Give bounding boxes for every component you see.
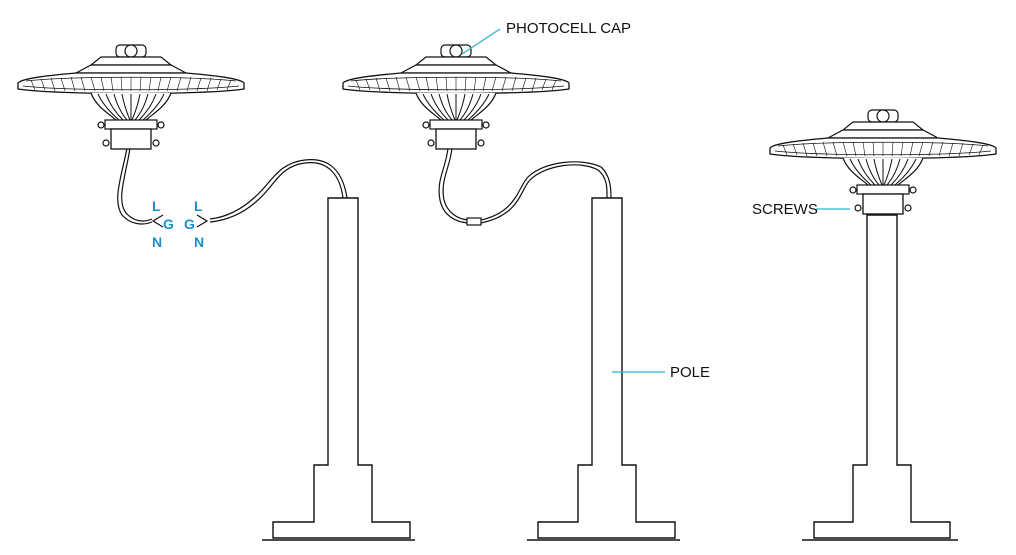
label-pole: POLE	[670, 364, 710, 381]
wire-left-fixture	[117, 147, 153, 225]
pole-right	[802, 214, 958, 541]
wire-letters-right: L G N	[184, 198, 204, 250]
fixture-right	[769, 109, 997, 215]
wire-letter-n-right: N	[194, 234, 204, 250]
wire-letter-n-left: N	[152, 234, 162, 250]
connector-arrows	[151, 214, 209, 228]
fixture-left	[17, 44, 245, 150]
pole-left	[262, 197, 415, 541]
wire-letter-g-left: G	[163, 216, 174, 232]
wire-letter-l-right: L	[194, 198, 203, 214]
wire-left-pole	[209, 159, 348, 223]
label-photocell-cap: PHOTOCELL CAP	[506, 20, 631, 37]
wire-letter-l-left: L	[152, 198, 161, 214]
fixture-middle	[342, 44, 570, 150]
wire-letters-left: L G N	[152, 198, 174, 250]
wire-letter-g-right: G	[184, 216, 195, 232]
wire-middle	[438, 147, 612, 226]
pole-middle	[527, 197, 680, 541]
label-screws: SCREWS	[752, 201, 818, 218]
leader-lines	[461, 28, 850, 373]
